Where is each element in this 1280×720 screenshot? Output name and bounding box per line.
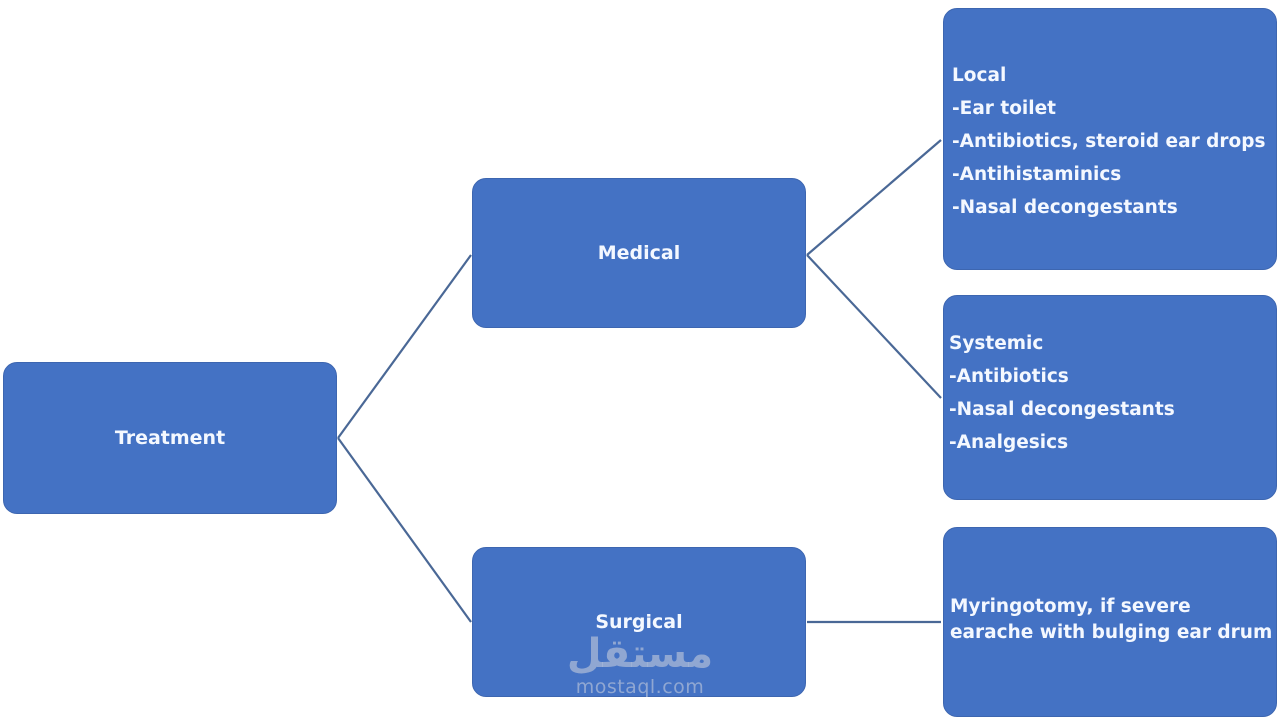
node-myringotomy-line: earache with bulging ear drum [950,622,1273,643]
list-item: -Antihistaminics [952,163,1122,185]
list-item: -Antibiotics, steroid ear drops [952,130,1266,152]
node-medical: Medical [472,178,806,328]
node-treatment-label: Treatment [114,427,226,449]
node-systemic: Systemic -Antibiotics -Nasal decongestan… [943,295,1277,500]
list-item: -Nasal decongestants [949,398,1175,420]
list-item: -Antibiotics [949,365,1069,387]
edge-treatment-medical [337,254,472,439]
edge-medical-local [806,139,942,256]
node-myringotomy: Myringotomy, if severe earache with bulg… [943,527,1277,717]
edge-medical-systemic [806,254,942,399]
node-surgical-label: Surgical [595,611,683,633]
list-item: -Ear toilet [952,97,1056,119]
edge-treatment-surgical [337,437,472,623]
node-surgical: Surgical [472,547,806,697]
list-item: -Nasal decongestants [952,196,1178,218]
node-treatment: Treatment [3,362,337,514]
node-myringotomy-line: Myringotomy, if severe [950,596,1191,617]
node-systemic-title: Systemic [949,332,1044,354]
node-local: Local -Ear toilet -Antibiotics, steroid … [943,8,1277,270]
node-medical-label: Medical [597,242,681,264]
node-local-title: Local [952,64,1007,86]
list-item: -Analgesics [949,431,1069,453]
